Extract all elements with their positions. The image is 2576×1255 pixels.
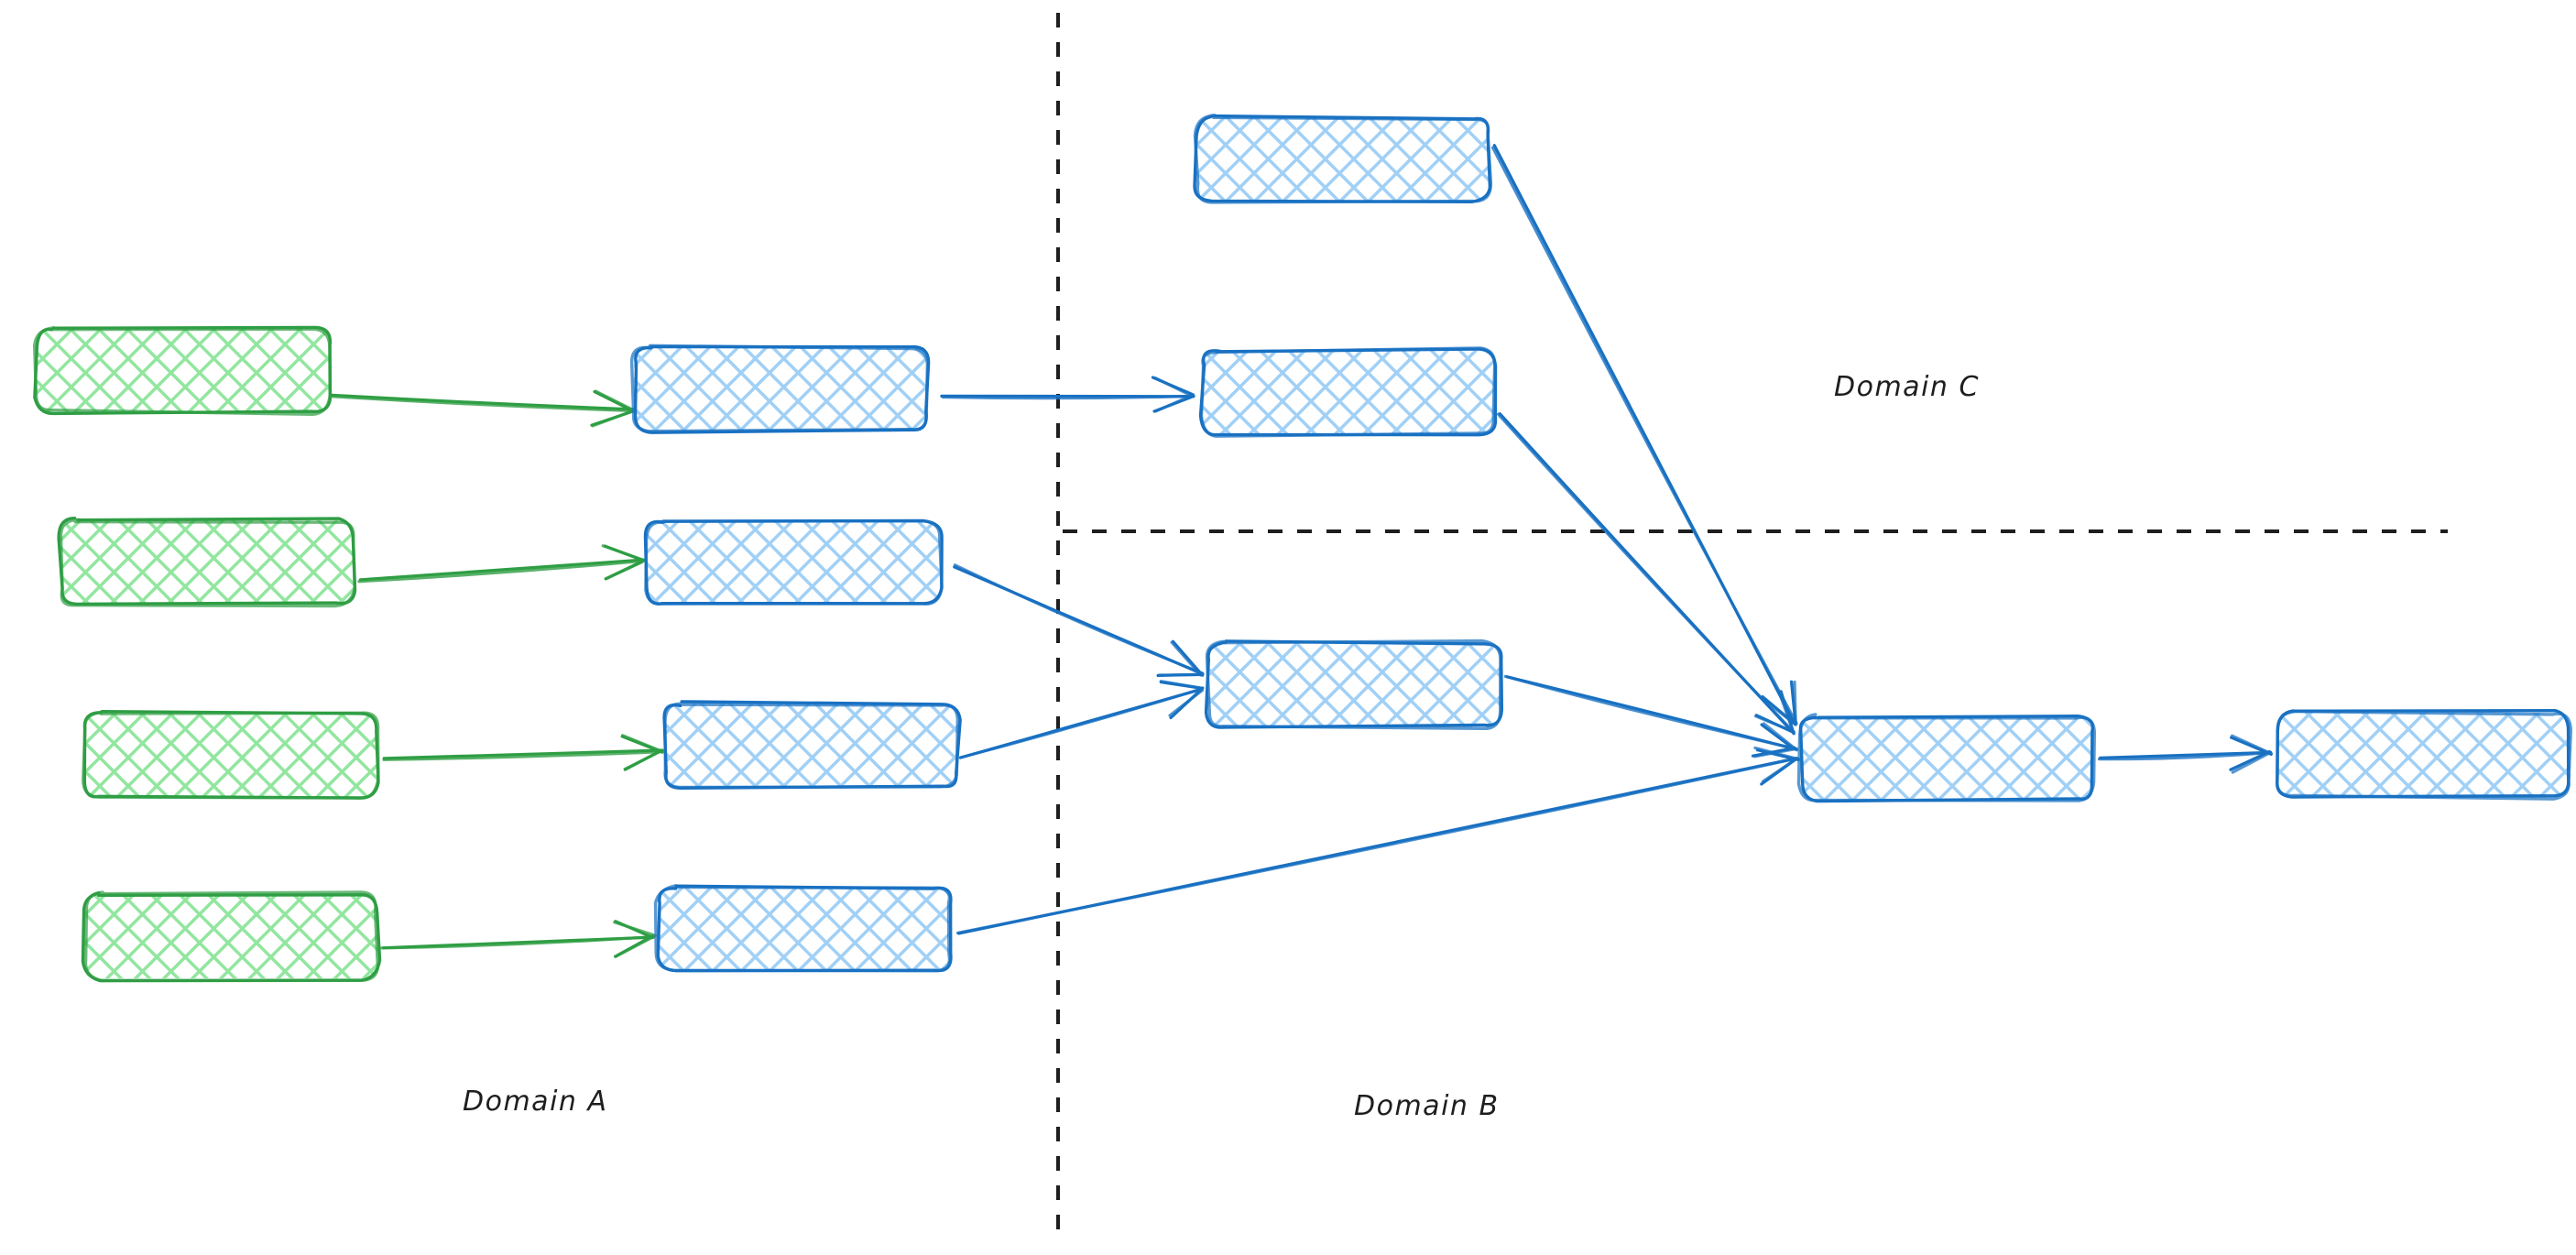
- edge-line: [382, 748, 664, 760]
- node-fill: [1801, 716, 2094, 801]
- node-outline: [33, 325, 333, 416]
- node-outline: [629, 344, 930, 433]
- node-c1[interactable]: [1193, 114, 1493, 204]
- node-d1[interactable]: [1796, 713, 2097, 803]
- node-c3[interactable]: [1204, 638, 1504, 730]
- edge-arrowhead: [614, 935, 656, 958]
- edge-e-c3-d1[interactable]: [1503, 674, 1799, 758]
- node-a4[interactable]: [81, 890, 382, 983]
- edge-line: [328, 395, 633, 413]
- edge-arrowhead: [1752, 747, 1798, 758]
- node-group: [32, 114, 2572, 983]
- node-c2[interactable]: [1198, 346, 1498, 438]
- edge-arrowhead: [594, 389, 634, 411]
- edge-arrowhead: [2231, 751, 2272, 774]
- node-fill: [658, 887, 951, 971]
- node-a2[interactable]: [57, 516, 357, 608]
- node-outline: [1199, 346, 1497, 438]
- edge-arrowhead: [1170, 640, 1203, 677]
- edge-arrowhead: [601, 544, 645, 562]
- node-b2[interactable]: [643, 518, 944, 606]
- edge-line: [959, 687, 1203, 759]
- node-fill: [1202, 350, 1495, 434]
- node-outline: [59, 518, 356, 608]
- edge-arrowhead: [2231, 734, 2274, 756]
- divider-group: [1056, 13, 2448, 1242]
- edge-line: [953, 563, 1205, 675]
- edge-e-c1-d1[interactable]: [1490, 144, 1798, 726]
- edge-arrowhead: [1777, 690, 1796, 736]
- edge-group: [328, 144, 2274, 958]
- edge-e-b3-c3[interactable]: [958, 680, 1205, 759]
- node-outline: [82, 710, 380, 800]
- node-fill: [60, 520, 354, 605]
- edge-line: [380, 934, 655, 950]
- edge-arrowhead: [1793, 680, 1797, 726]
- edge-arrowhead: [1159, 680, 1204, 690]
- edge-e-c2-d1[interactable]: [1496, 412, 1796, 736]
- label-domain-c: Domain C: [1834, 371, 1980, 403]
- edge-line: [1496, 412, 1796, 734]
- node-fill: [1196, 117, 1490, 202]
- edge-e-b4-d1[interactable]: [955, 746, 1801, 935]
- edge-arrowhead: [1753, 715, 1796, 734]
- edge-arrowhead: [1168, 688, 1205, 717]
- edge-line: [2098, 750, 2272, 761]
- edge-line: [357, 559, 644, 584]
- node-a3[interactable]: [82, 709, 380, 800]
- node-a1[interactable]: [32, 325, 333, 416]
- edge-arrowhead: [613, 921, 657, 937]
- node-outline: [32, 326, 332, 416]
- node-b4[interactable]: [653, 884, 953, 973]
- edge-e-b1-c2[interactable]: [940, 376, 1195, 413]
- edge-line: [1503, 674, 1796, 750]
- edge-e-a2-b2[interactable]: [357, 544, 646, 584]
- node-outline: [663, 702, 960, 790]
- edge-line: [328, 393, 635, 411]
- edge-line: [955, 757, 1799, 935]
- node-outline: [2276, 709, 2572, 801]
- node-b3[interactable]: [662, 700, 962, 790]
- label-domain-b: Domain B: [1354, 1090, 1500, 1122]
- label-domain-a: Domain A: [463, 1086, 608, 1118]
- edge-arrowhead: [620, 734, 662, 753]
- edge-e-a4-b4[interactable]: [380, 920, 657, 958]
- edge-arrowhead: [2229, 749, 2271, 771]
- edge-e-a1-b1[interactable]: [328, 389, 636, 428]
- edge-arrowhead: [591, 409, 635, 428]
- edge-line: [382, 750, 662, 761]
- node-outline: [83, 890, 380, 983]
- node-outline: [644, 519, 944, 606]
- node-outline: [1205, 638, 1502, 730]
- edge-e-b2-c3[interactable]: [953, 563, 1205, 677]
- node-fill: [37, 328, 330, 412]
- node-fill: [1207, 643, 1501, 727]
- node-outline: [1796, 713, 2097, 802]
- node-fill: [634, 346, 927, 431]
- node-outline: [1193, 114, 1493, 204]
- edge-line: [1490, 146, 1798, 726]
- node-fill: [2277, 713, 2571, 797]
- node-fill: [665, 704, 958, 788]
- edge-arrowhead: [605, 560, 644, 581]
- edge-line: [358, 558, 646, 582]
- edge-line: [941, 394, 1195, 400]
- edge-arrowhead: [623, 749, 663, 771]
- edge-arrowhead: [1762, 722, 1799, 752]
- edge-e-a3-b3[interactable]: [382, 734, 664, 771]
- edge-arrowhead: [1153, 376, 1194, 398]
- node-fill: [84, 894, 377, 978]
- edge-arrowhead: [1153, 393, 1195, 413]
- node-d2[interactable]: [2276, 709, 2572, 801]
- node-fill: [84, 713, 377, 797]
- edge-e-d1-d2[interactable]: [2098, 734, 2274, 774]
- node-fill: [647, 520, 940, 605]
- node-outline: [653, 884, 952, 973]
- node-b1[interactable]: [629, 344, 931, 434]
- edge-arrowhead: [1761, 757, 1798, 783]
